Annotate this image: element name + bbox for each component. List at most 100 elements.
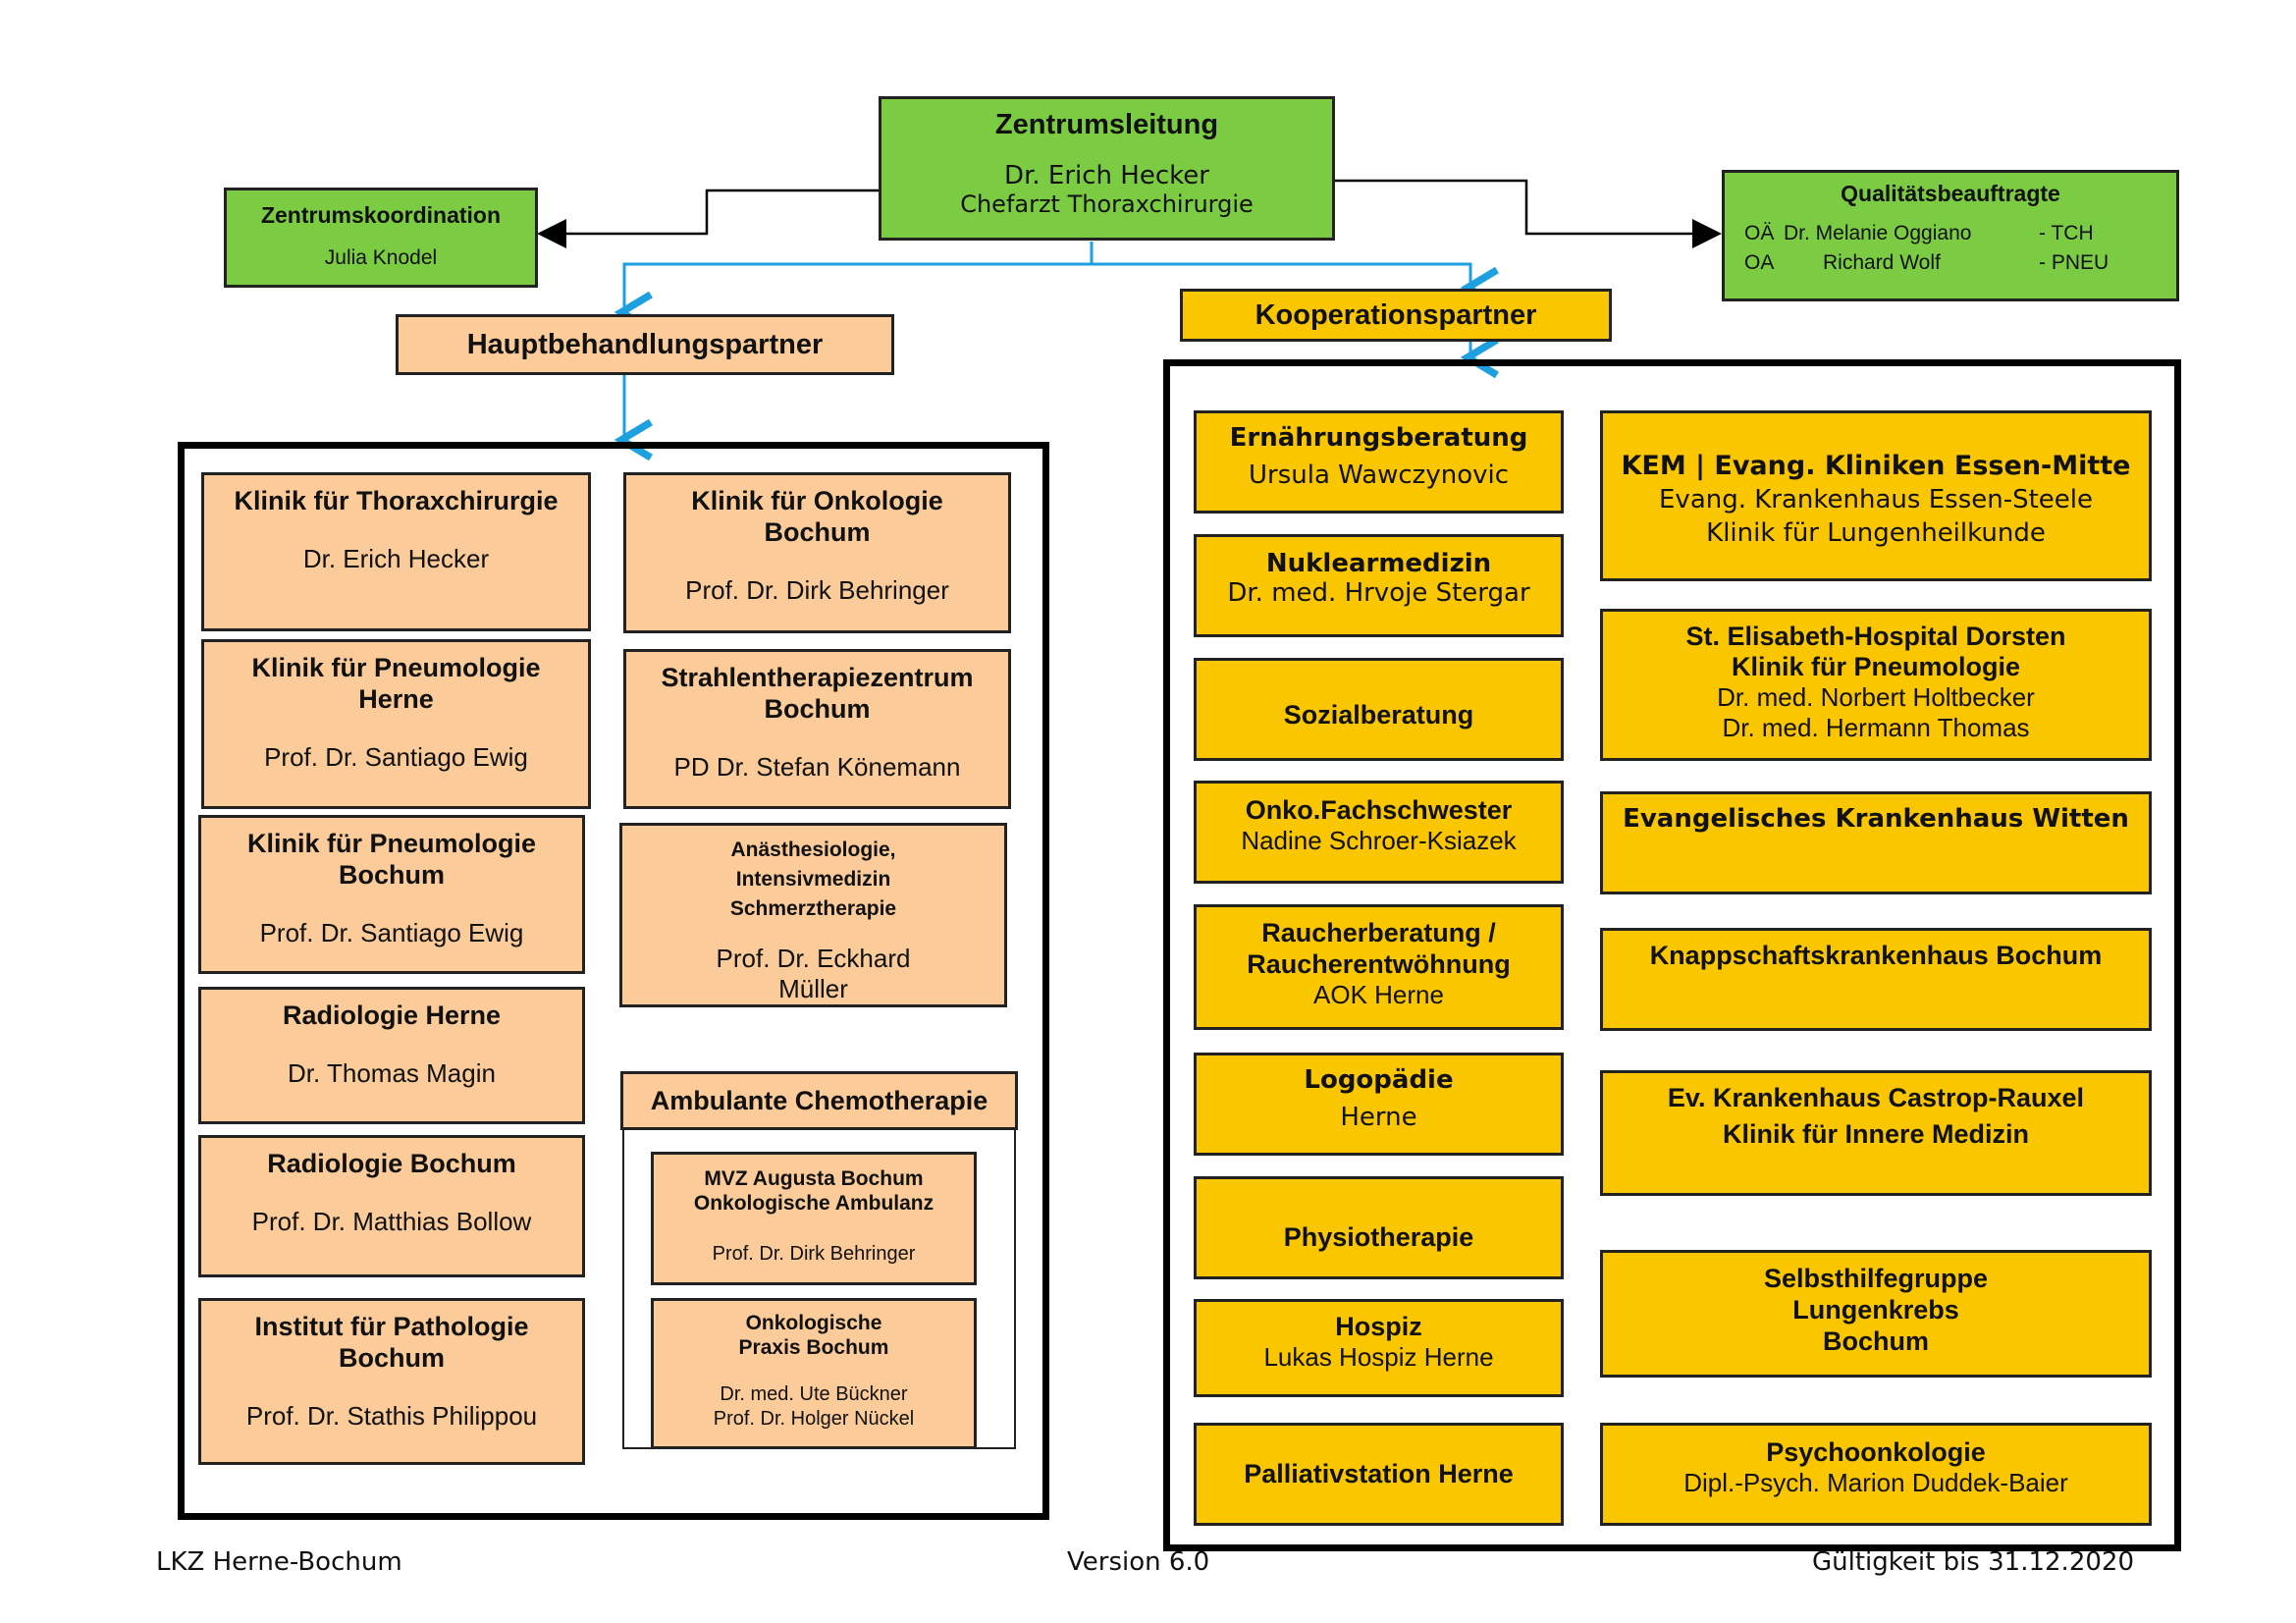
- chemo-item-title: Onkologische Praxis Bochum: [738, 1312, 889, 1359]
- coop-title: Physiotherapie: [1283, 1222, 1474, 1252]
- coop-title: Raucherberatung / Raucherentwöhnung: [1247, 918, 1511, 979]
- coop-title: Nuklearmedizin: [1265, 549, 1492, 578]
- coop-title: KEM | Evang. Kliniken Essen-Mitte: [1621, 451, 2131, 481]
- partner-box-pneumologie-bochum: Klinik für Pneumologie Bochum Prof. Dr. …: [198, 815, 585, 974]
- partner-name: Prof. Dr. Matthias Bollow: [251, 1207, 532, 1236]
- partner-name: Dr. Erich Hecker: [302, 544, 490, 573]
- leadership-title: Zentrumsleitung: [994, 109, 1219, 140]
- chemo-item-name: Prof. Dr. Holger Nückel: [713, 1408, 915, 1430]
- partner-title: Institut für Pathologie Bochum: [254, 1312, 529, 1373]
- partner-title: Strahlentherapiezentrum Bochum: [661, 663, 974, 724]
- quality-tag: - PNEU: [2039, 251, 2109, 274]
- coop-line: Klinik für Lungenheilkunde: [1706, 518, 2046, 548]
- coop-title: Hospiz: [1335, 1312, 1422, 1341]
- leadership-role: Chefarzt Thoraxchirurgie: [960, 190, 1254, 218]
- coop-title: Logopädie: [1304, 1065, 1454, 1095]
- coop-subtitle: Klinik für Pneumologie: [1731, 652, 2021, 681]
- partner-title: Klinik für Pneumologie Herne: [251, 653, 541, 714]
- partner-title: Anästhesiologie, Intensivmedizin Schmerz…: [729, 839, 897, 920]
- coop-box-kem-essen: KEM | Evang. Kliniken Essen-Mitte Evang.…: [1600, 410, 2152, 581]
- coop-box-physiotherapie: Physiotherapie: [1194, 1176, 1564, 1279]
- partner-box-radiologie-herne: Radiologie Herne Dr. Thomas Magin: [198, 987, 585, 1124]
- chemo-header: Ambulante Chemotherapie: [620, 1071, 1018, 1130]
- partner-name: Prof. Dr. Santiago Ewig: [259, 918, 524, 947]
- coordination-name: Julia Knodel: [324, 246, 438, 269]
- coop-line: Evang. Krankenhaus Essen-Steele: [1659, 485, 2093, 514]
- footer-right: Gültigkeit bis 31.12.2020: [1812, 1547, 2134, 1577]
- coop-box-knappschaftskrankenhaus: Knappschaftskrankenhaus Bochum: [1600, 928, 2152, 1031]
- coop-box-st-elisabeth-dorsten: St. Elisabeth-Hospital Dorsten Klinik fü…: [1600, 609, 2152, 761]
- partner-title: Klinik für Onkologie Bochum: [691, 486, 943, 547]
- chemo-box-mvz-augusta: MVZ Augusta Bochum Onkologische Ambulanz…: [651, 1152, 977, 1285]
- coop-title: Evangelisches Krankenhaus Witten: [1623, 804, 2129, 834]
- coop-box-castrop-rauxel: Ev. Krankenhaus Castrop-Rauxel Klinik fü…: [1600, 1070, 2152, 1196]
- coop-title: St. Elisabeth-Hospital Dorsten: [1685, 622, 2066, 651]
- coop-box-sozialberatung: Sozialberatung: [1194, 658, 1564, 761]
- quality-prefix: OA: [1744, 251, 1775, 274]
- coordination-box: Zentrumskoordination Julia Knodel: [224, 188, 538, 288]
- quality-box: Qualitätsbeauftragte OÄ Dr. Melanie Oggi…: [1722, 170, 2179, 301]
- coop-title: Palliativstation Herne: [1244, 1459, 1514, 1488]
- quality-title: Qualitätsbeauftragte: [1841, 181, 2060, 206]
- partner-name: Prof. Dr. Stathis Philippou: [245, 1401, 538, 1431]
- cooperation-header-label: Kooperationspartner: [1255, 298, 1537, 331]
- quality-row: OA Richard Wolf - PNEU: [1744, 248, 2157, 278]
- coop-box-nuklearmedizin: Nuklearmedizin Dr. med. Hrvoje Stergar: [1194, 534, 1564, 637]
- coop-box-psychoonkologie: Psychoonkologie Dipl.-Psych. Marion Dudd…: [1600, 1423, 2152, 1526]
- partner-box-radiologie-bochum: Radiologie Bochum Prof. Dr. Matthias Bol…: [198, 1135, 585, 1277]
- connector-to-quality: [1335, 179, 1722, 248]
- coop-name: Nadine Schroer-Ksiazek: [1241, 826, 1517, 855]
- chemo-header-label: Ambulante Chemotherapie: [650, 1085, 988, 1115]
- partner-box-pathologie: Institut für Pathologie Bochum Prof. Dr.…: [198, 1298, 585, 1465]
- partner-name: Prof. Dr. Santiago Ewig: [264, 742, 528, 772]
- coop-name: Herne: [1340, 1103, 1417, 1132]
- coop-title: Selbsthilfegruppe Lungenkrebs Bochum: [1763, 1264, 1989, 1356]
- coop-name: AOK Herne: [1313, 980, 1444, 1009]
- coop-title: Knappschaftskrankenhaus Bochum: [1649, 941, 2103, 970]
- chemo-item-name: Prof. Dr. Dirk Behringer: [712, 1243, 916, 1265]
- quality-name: Dr. Melanie Oggiano: [1784, 222, 1972, 244]
- connector-to-main-partners: [624, 242, 1094, 312]
- coop-box-ev-krankenhaus-witten: Evangelisches Krankenhaus Witten: [1600, 791, 2152, 894]
- partner-title: Klinik für Thoraxchirurgie: [234, 486, 559, 515]
- coop-box-selbsthilfegruppe: Selbsthilfegruppe Lungenkrebs Bochum: [1600, 1250, 2152, 1378]
- coop-box-logopaedie: Logopädie Herne: [1194, 1053, 1564, 1156]
- coop-line: Dr. med. Norbert Holtbecker: [1717, 682, 2035, 712]
- partner-title: Radiologie Herne: [282, 1001, 502, 1030]
- partner-box-onkologie: Klinik für Onkologie Bochum Prof. Dr. Di…: [623, 472, 1011, 633]
- cooperation-header: Kooperationspartner: [1180, 289, 1612, 342]
- quality-tag: - TCH: [2039, 222, 2094, 244]
- connector-to-cooperation: [1092, 262, 1470, 288]
- partner-name: PD Dr. Stefan Könemann: [673, 752, 961, 782]
- coop-title: Ernährungsberatung: [1229, 423, 1528, 453]
- leadership-name: Dr. Erich Hecker: [1004, 161, 1209, 190]
- quality-name: Richard Wolf: [1823, 251, 1941, 274]
- partner-name: Prof. Dr. Eckhard Müller: [716, 944, 911, 1003]
- partner-name: Prof. Dr. Dirk Behringer: [685, 575, 949, 605]
- coop-title: Sozialberatung: [1283, 700, 1474, 730]
- leadership-box: Zentrumsleitung Dr. Erich Hecker Chefarz…: [879, 96, 1335, 241]
- coop-box-hospiz: Hospiz Lukas Hospiz Herne: [1194, 1299, 1564, 1397]
- coop-subtitle: Klinik für Innere Medizin: [1722, 1119, 2030, 1149]
- coop-name: Dr. med. Hrvoje Stergar: [1227, 578, 1530, 608]
- coop-box-onko-fachschwester: Onko.Fachschwester Nadine Schroer-Ksiaze…: [1194, 781, 1564, 884]
- partner-box-thoraxchirurgie: Klinik für Thoraxchirurgie Dr. Erich Hec…: [201, 472, 591, 631]
- partner-box-anaesthesiologie: Anästhesiologie, Intensivmedizin Schmerz…: [619, 823, 1007, 1007]
- partner-box-strahlentherapie: Strahlentherapiezentrum Bochum PD Dr. St…: [623, 649, 1011, 809]
- main-partners-header-label: Hauptbehandlungspartner: [466, 328, 824, 360]
- coop-name: Ursula Wawczynovic: [1248, 460, 1510, 490]
- coop-title: Onko.Fachschwester: [1245, 795, 1513, 825]
- chemo-item-name: Dr. med. Ute Bückner: [720, 1383, 908, 1405]
- coordination-title: Zentrumskoordination: [260, 202, 502, 228]
- coop-line: Dipl.-Psych. Marion Duddek-Baier: [1683, 1468, 2068, 1497]
- coop-box-palliativstation: Palliativstation Herne: [1194, 1423, 1564, 1526]
- chemo-box-onkologische-praxis: Onkologische Praxis Bochum Dr. med. Ute …: [651, 1298, 977, 1449]
- footer-left: LKZ Herne-Bochum: [156, 1547, 402, 1577]
- main-partners-frame: [178, 442, 1049, 1520]
- coop-name: Lukas Hospiz Herne: [1263, 1342, 1494, 1372]
- partner-name: Dr. Thomas Magin: [288, 1058, 496, 1088]
- coop-title: Psychoonkologie: [1766, 1437, 1986, 1467]
- partner-box-pneumologie-herne: Klinik für Pneumologie Herne Prof. Dr. S…: [201, 639, 591, 809]
- coop-box-ernaehrungsberatung: Ernährungsberatung Ursula Wawczynovic: [1194, 410, 1564, 514]
